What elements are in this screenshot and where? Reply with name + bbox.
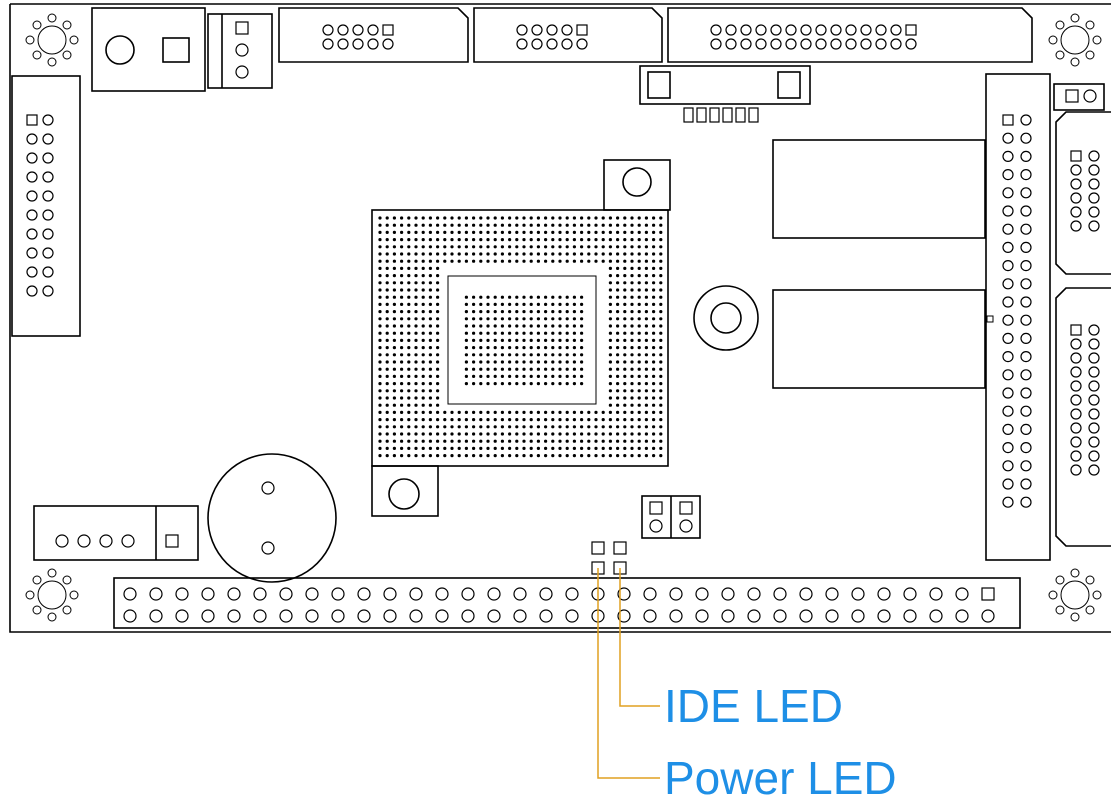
memory-chip-2 — [772, 289, 986, 389]
bottom-long-header — [113, 577, 1021, 629]
right-jumper — [1053, 83, 1105, 111]
memory-chip-1 — [772, 139, 986, 239]
mounting-hole-bottom-left — [25, 568, 79, 622]
cpu-mount-tab-bottom — [371, 465, 439, 517]
five-pin-header — [33, 505, 199, 561]
cpu-bga — [371, 209, 669, 467]
battery — [207, 453, 337, 583]
right-edge-connector-2 — [1055, 287, 1111, 547]
power-jack — [91, 7, 206, 92]
top-connector-pins — [322, 24, 917, 50]
led-pads — [591, 541, 627, 575]
three-pin-header — [207, 13, 273, 89]
ide-led-label: IDE LED — [664, 680, 843, 732]
top-connector-2 — [473, 7, 663, 63]
right-vertical-header — [985, 73, 1051, 561]
top-connector-1 — [278, 7, 469, 63]
jumper-2x2 — [641, 495, 701, 539]
mounting-hole-bottom-right — [1048, 568, 1102, 622]
left-vertical-header — [11, 75, 81, 337]
right-edge-connector-1 — [1055, 111, 1111, 275]
smd-component — [639, 65, 811, 123]
power-led-label: Power LED — [664, 752, 897, 804]
board-outline — [9, 3, 1111, 633]
mounting-hole-top-right — [1048, 13, 1102, 67]
top-connector-3 — [667, 7, 1033, 63]
cpu-mount-tab-top — [603, 159, 671, 211]
ide-led-lead-line — [619, 568, 660, 707]
mounting-hole-top-left — [25, 13, 79, 67]
power-led-lead-line — [597, 568, 660, 779]
standoff — [693, 285, 759, 351]
